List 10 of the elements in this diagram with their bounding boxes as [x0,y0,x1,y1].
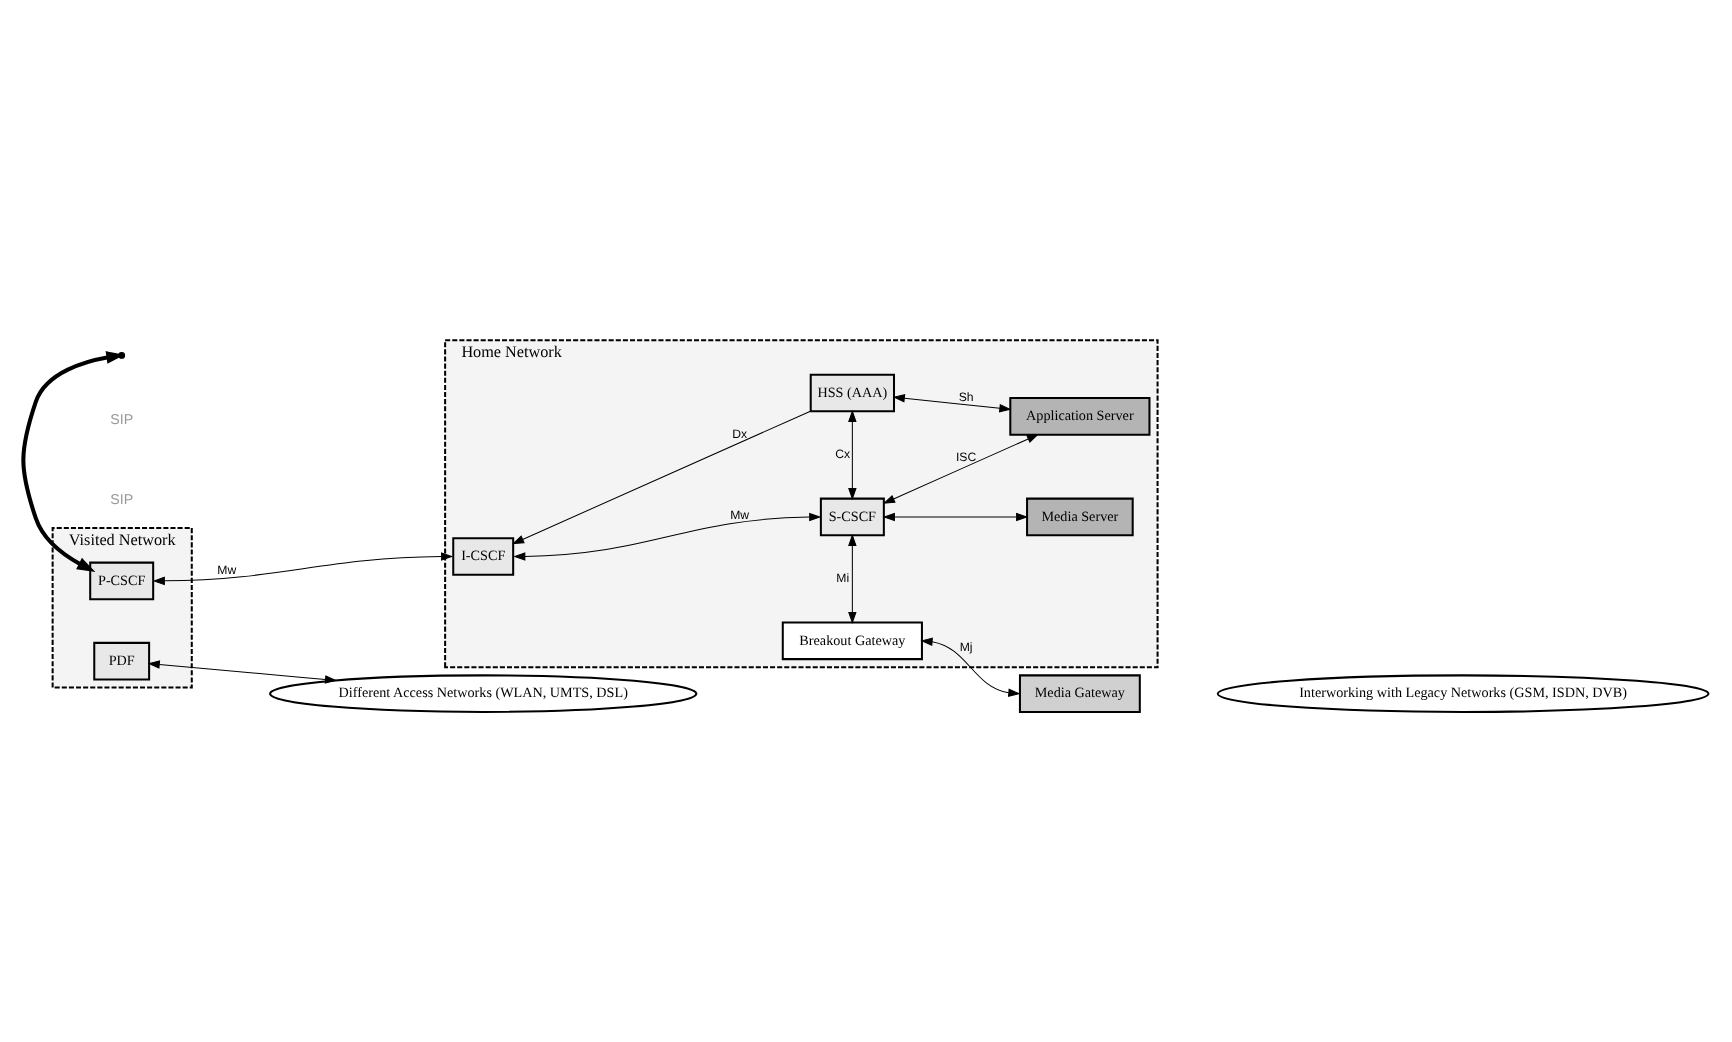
arrow [920,636,1021,697]
arrow [513,511,822,560]
arrow [511,409,811,544]
arrow [848,532,857,624]
arrow [892,393,1012,412]
arrow [882,511,1029,521]
arrow [882,433,1040,503]
arrow [152,551,454,585]
arrow [147,659,338,683]
arrow [848,408,857,500]
